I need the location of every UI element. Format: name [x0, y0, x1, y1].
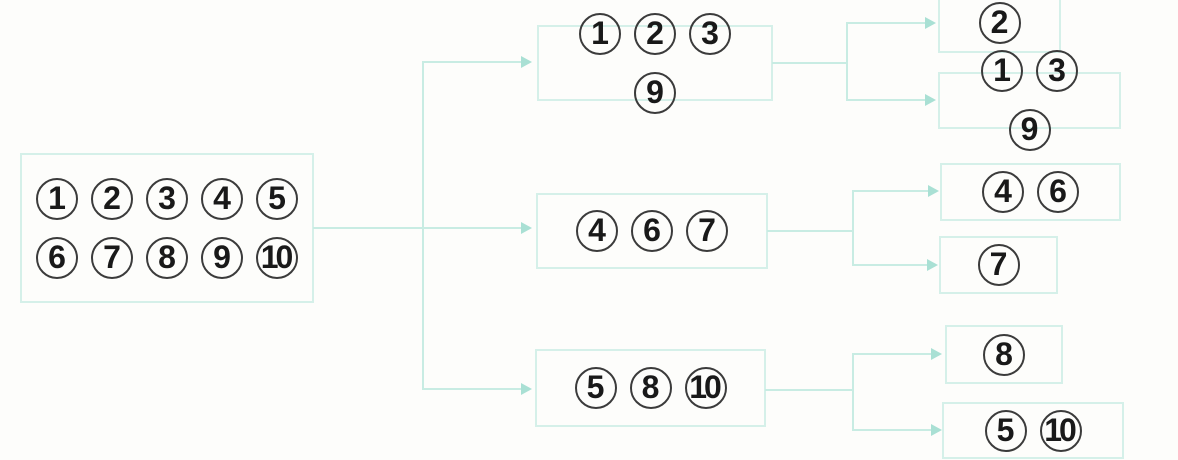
connector-arrow-branch-2 [521, 222, 532, 234]
circled-number-5: 5 [984, 409, 1027, 452]
circled-number-3: 3 [146, 177, 188, 220]
connector-to-branch-1 [423, 61, 521, 63]
circled-number-4: 4 [201, 177, 243, 220]
circled-number-5: 5 [256, 177, 298, 220]
connector-arrow-branch-3 [521, 383, 532, 395]
connector-arrow-leaf-8 [931, 348, 942, 360]
circled-number-8: 8 [983, 333, 1025, 376]
connector-to-leaf-4-6 [853, 190, 928, 192]
leaf-node-8: 8 [945, 325, 1063, 384]
circled-number-2: 2 [978, 2, 1021, 44]
circled-number-1: 1 [579, 12, 621, 55]
circled-number-6: 6 [1037, 171, 1079, 213]
connector-branch1-vertical [846, 22, 848, 101]
connector-arrow-leaf-2 [925, 17, 936, 29]
circled-number-9: 9 [634, 71, 676, 114]
circled-number-9: 9 [1008, 109, 1051, 151]
circled-number-6: 6 [631, 210, 673, 252]
circled-number-6: 6 [36, 236, 78, 279]
connector-arrow-leaf-7 [927, 259, 938, 271]
circled-number-8: 8 [629, 367, 672, 409]
connector-arrow-leaf-1-3-9 [925, 94, 936, 106]
circled-number-10: 10 [256, 236, 298, 279]
circled-number-4: 4 [982, 171, 1024, 213]
connector-to-leaf-1-3-9 [847, 99, 925, 101]
circled-number-3: 3 [689, 12, 731, 55]
connector-to-leaf-2 [847, 22, 925, 24]
circled-number-10: 10 [1039, 409, 1082, 452]
circled-number-1: 1 [36, 177, 78, 220]
connector-arrow-branch-1 [521, 56, 532, 68]
connector-root-out [313, 227, 423, 229]
circled-number-3: 3 [1036, 50, 1078, 92]
circled-number-2: 2 [91, 177, 133, 220]
connector-to-leaf-8 [853, 353, 931, 355]
connector-to-leaf-7 [853, 264, 927, 266]
connector-to-leaf-5-10 [853, 429, 931, 431]
connector-branch1-out [772, 62, 847, 64]
connector-arrow-leaf-4-6 [928, 185, 939, 197]
connector-arrow-leaf-5-10 [931, 424, 942, 436]
connector-branch2-vertical [852, 190, 854, 266]
circled-number-5: 5 [574, 367, 617, 409]
circled-number-2: 2 [634, 12, 676, 55]
circled-number-8: 8 [146, 236, 188, 279]
connector-branch2-out [767, 230, 853, 232]
circled-number-7: 7 [686, 210, 728, 252]
circled-number-10: 10 [684, 367, 727, 409]
leaf-node-2: 2 [938, 0, 1061, 53]
circled-number-9: 9 [201, 236, 243, 279]
connector-to-branch-3 [423, 388, 521, 390]
circled-number-1: 1 [981, 50, 1023, 92]
circled-number-7: 7 [91, 236, 133, 279]
connector-branch3-vertical [852, 353, 854, 431]
leaf-node-7: 7 [939, 236, 1058, 294]
connector-branch3-out [765, 389, 853, 391]
connector-to-branch-2 [423, 227, 521, 229]
circled-number-4: 4 [576, 210, 618, 252]
circled-number-7: 7 [977, 244, 1020, 286]
connector-trunk-vertical [422, 61, 424, 390]
leaf-node-5-10: 5 10 [942, 402, 1124, 459]
